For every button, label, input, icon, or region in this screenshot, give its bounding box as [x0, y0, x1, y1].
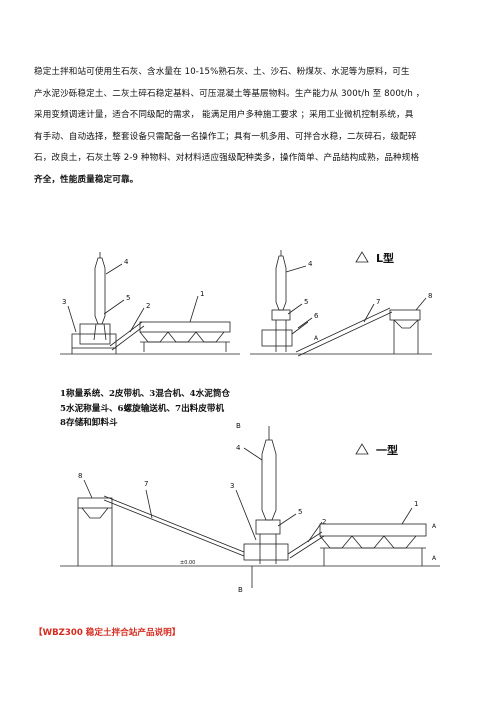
- weighing-hopper: [255, 519, 281, 535]
- callout-label: 2: [146, 302, 150, 310]
- leader-line: [189, 295, 199, 323]
- belt-conveyor: [109, 321, 143, 347]
- batching-bins: [139, 331, 225, 343]
- section-marker: A: [432, 523, 437, 530]
- callout-label: 8: [428, 292, 432, 300]
- callout-label: 4: [124, 258, 129, 266]
- engineering-drawing: 4 5 3 2 1 L型 4 5 6 7: [60, 250, 440, 594]
- plant-drawings: 4 5 3 2 1 L型 4 5 6 7: [40, 228, 460, 608]
- top-left-diagram: 4 5 3 2 1: [60, 252, 240, 355]
- leader-line: [243, 447, 263, 461]
- intro-line: 采用变频调速计量，适合不同级配的需求， 能满足用户多种施工要求 ；采用工业微机控…: [34, 110, 414, 121]
- callout-label: 2: [322, 518, 326, 526]
- batching-hopper: [319, 523, 427, 537]
- intro-line: 产水泥沙砾稳定土、二灰土碎石稳定基料、可压混凝土等基层物料。生产能力从 300t…: [34, 88, 425, 99]
- callout-label: 5: [304, 298, 308, 306]
- callout-label: 6: [314, 312, 319, 320]
- silo-leg: [93, 323, 97, 341]
- batching-bins: [319, 535, 417, 549]
- level-label: ±0.00: [180, 560, 195, 566]
- belt-conveyor: [287, 531, 323, 555]
- cement-silo-shape: [275, 255, 287, 311]
- leader-line: [103, 299, 125, 315]
- silo-leg: [103, 323, 107, 341]
- leader-line: [235, 489, 257, 541]
- callout-label: 5: [298, 508, 302, 516]
- callout-label: 8: [78, 472, 82, 480]
- outlet-belt: [103, 495, 245, 553]
- mixer-shape: [243, 543, 289, 561]
- leader-line: [401, 507, 413, 525]
- legend-line: 8存储和卸料斗: [60, 418, 118, 429]
- batching-hopper: [139, 321, 231, 333]
- callout-label: 3: [230, 482, 234, 490]
- leader-line: [129, 307, 145, 333]
- callout-label: 1: [414, 500, 418, 508]
- type-label: L型: [376, 251, 394, 265]
- mixer-shape: [261, 329, 293, 347]
- mixer-base: [71, 333, 117, 349]
- leader-line: [83, 479, 93, 499]
- callout-label: 1: [200, 290, 204, 298]
- weighing-hopper: [271, 309, 291, 321]
- cement-silo-shape: [94, 257, 106, 325]
- intro-line: 稳定土拌和站可使用生石灰、含水量在 10-15%熟石灰、土、沙石、粉煤灰、水泥等…: [34, 67, 410, 77]
- section-marker: B: [236, 422, 241, 430]
- callout-label: 7: [376, 298, 380, 306]
- triangle-icon: [355, 251, 369, 263]
- leader-line: [287, 303, 303, 315]
- section-marker: A: [314, 335, 319, 342]
- bottom-diagram: 一型 B 4 8 7 3 5 2 1 A A B ±0.00: [60, 422, 440, 594]
- intro-line: 齐全，性能质量稳定可靠。: [34, 174, 139, 185]
- leader-line: [297, 317, 313, 329]
- belt-conveyor: [111, 325, 145, 351]
- leader-line: [105, 263, 123, 275]
- intro-line: 有手动、自动选择，整套设备只需配备一名操作工；具有一机多用、可拌合水稳，二灰碎石…: [34, 131, 417, 142]
- callout-label: 4: [308, 260, 313, 268]
- cement-silo-shape: [261, 439, 277, 521]
- intro-line: 石，改良土，石灰土等 2-9 种物料、对材料适应强级配种类多，操作简单、产品结构…: [34, 153, 420, 164]
- leader-line: [277, 513, 297, 527]
- legend-line: 5水泥称量斗、6螺旋输送机、7出料皮带机: [60, 403, 225, 414]
- leader-line: [67, 305, 77, 333]
- legend-line: 1称量系统、2皮带机、3混合机、4水泥筒仓: [60, 389, 231, 399]
- leader-line: [285, 265, 307, 273]
- storage-hopper-cone: [81, 507, 109, 519]
- belt-conveyor: [289, 535, 325, 559]
- type-label: 一型: [376, 443, 398, 457]
- callout-label: 3: [62, 298, 66, 306]
- outlet-belt: [297, 311, 393, 357]
- outlet-belt: [295, 307, 391, 353]
- storage-hopper-cone: [393, 319, 419, 329]
- screw-conveyor: [291, 321, 309, 335]
- outlet-belt: [103, 499, 245, 557]
- leader-line: [145, 489, 153, 519]
- product-caption: 【WBZ300 稳定土拌合站产品说明】: [34, 628, 181, 638]
- storage-hopper: [77, 497, 113, 509]
- triangle-icon: [355, 443, 369, 455]
- callout-label: 4: [236, 444, 241, 452]
- storage-hopper: [389, 309, 421, 321]
- top-right-diagram: L型 4 5 6 7 8 A: [250, 250, 432, 357]
- leader-line: [415, 297, 427, 311]
- leader-line: [307, 521, 323, 543]
- intro-paragraph: 稳定土拌和站可使用生石灰、含水量在 10-15%熟石灰、土、沙石、粉煤灰、水泥等…: [34, 62, 474, 192]
- leader-line: [363, 303, 375, 323]
- callout-label: 5: [126, 294, 130, 302]
- callout-label: 7: [144, 480, 148, 488]
- section-marker: A: [432, 555, 437, 562]
- section-marker: B: [238, 586, 243, 594]
- component-legend: 1称量系统、2皮带机、3混合机、4水泥筒仓 5水泥称量斗、6螺旋输送机、7出料皮…: [60, 387, 230, 431]
